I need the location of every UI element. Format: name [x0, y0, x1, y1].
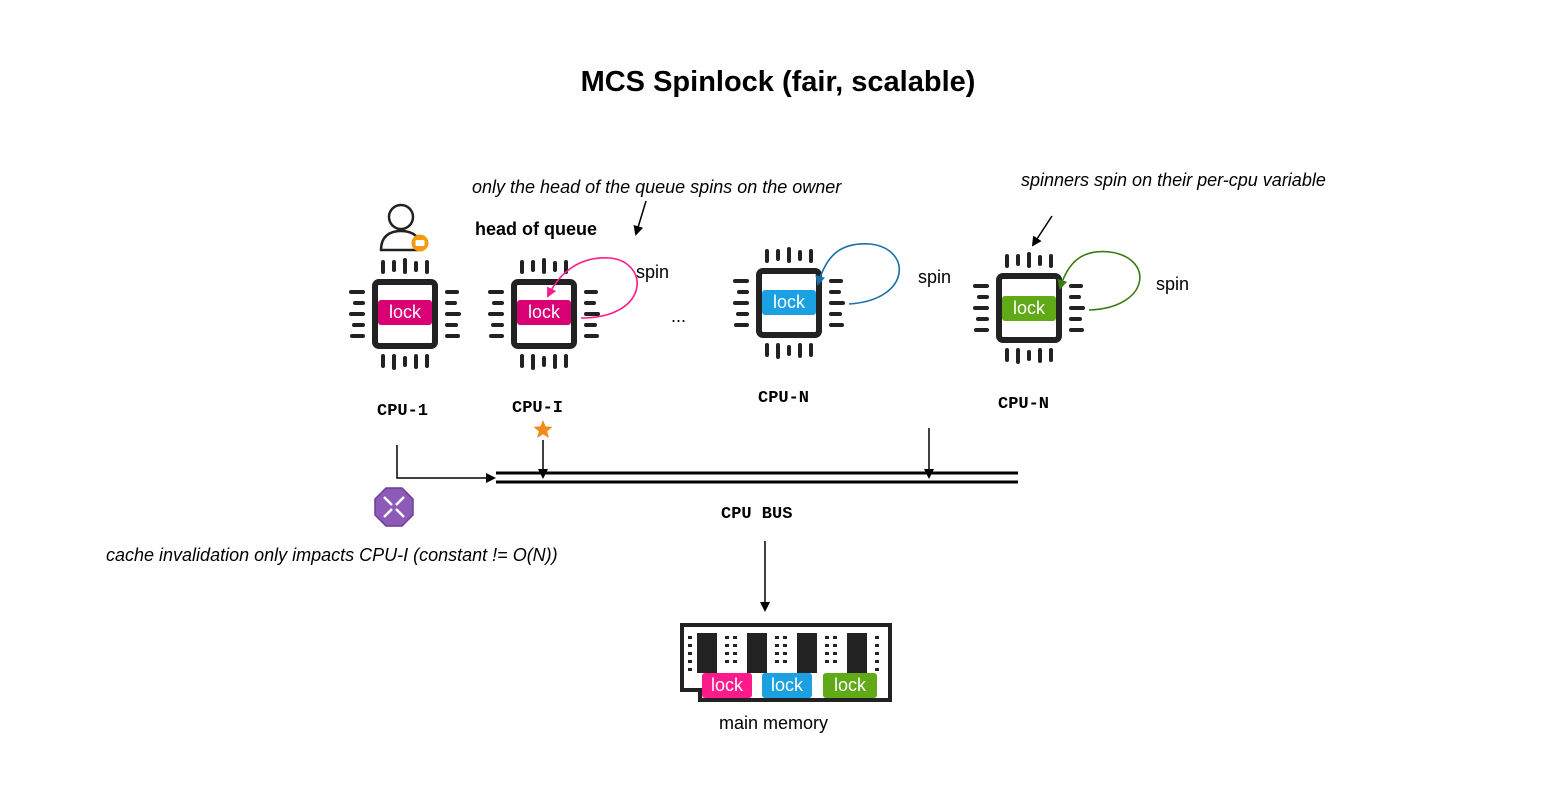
head-note: only the head of the queue spins on the … [472, 177, 842, 197]
cache-note: cache invalidation only impacts CPU-I (c… [106, 545, 558, 565]
cpun-lock-box-green: lock [1002, 296, 1056, 321]
head-note-arrow [633, 200, 647, 236]
spin-loop-pink [547, 257, 638, 319]
memory-lock-pink: lock [702, 673, 752, 698]
cpun-lock-box-blue: lock [762, 290, 816, 315]
cpu1-lock-box: lock [378, 300, 432, 325]
cpu-label: CPU-I [512, 399, 564, 418]
cpu-label: CPU-N [758, 389, 810, 408]
lock-label: lock [1012, 298, 1045, 318]
router-icon [374, 487, 414, 527]
lock-label: lock [833, 675, 866, 695]
memory-lock-blue: lock [762, 673, 812, 698]
lock-label: lock [710, 675, 743, 695]
lock-label: lock [770, 675, 803, 695]
cpu-label: CPU-N [998, 395, 1050, 414]
spin-label: spin [636, 262, 670, 282]
spinners-note-arrow [1031, 215, 1053, 247]
cpu-label: CPU-1 [377, 402, 429, 421]
ram-module-icon [680, 623, 892, 702]
user-briefcase-icon [379, 203, 429, 252]
main-memory-label: main memory [719, 713, 829, 733]
spin-loop-green [1057, 250, 1141, 311]
lock-label: lock [772, 292, 805, 312]
memory-lock-green: lock [823, 673, 877, 698]
spin-label: spin [918, 267, 952, 287]
cpu-bus-label: CPU BUS [721, 505, 793, 524]
spin-loop-blue [815, 243, 901, 305]
ellipsis: ... [671, 306, 687, 326]
head-of-queue-label: head of queue [475, 219, 598, 239]
diagram-title: MCS Spinlock (fair, scalable) [580, 66, 976, 98]
spin-label: spin [1156, 274, 1190, 294]
lock-label: lock [388, 302, 421, 322]
cpu1-bus-arrow [396, 445, 496, 483]
lock-label: lock [527, 302, 560, 322]
cpui-lock-box: lock [517, 300, 571, 325]
star-icon [533, 420, 553, 438]
spinners-note: spinners spin on their per-cpu variable [1021, 170, 1326, 190]
